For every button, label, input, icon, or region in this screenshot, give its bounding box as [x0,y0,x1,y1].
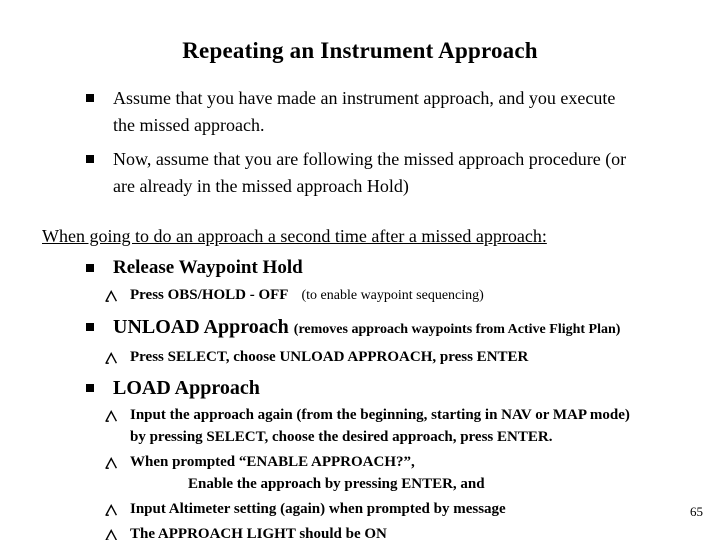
substep-press-select-unload: Press SELECT, choose UNLOAD APPROACH, pr… [105,346,690,368]
substep-action: Press OBS/HOLD - OFF [130,287,289,303]
substep-line: When prompted “ENABLE APPROACH?”, [130,454,415,470]
list-item: Now, assume that you are following the m… [86,146,670,200]
square-bullet-icon [86,384,94,392]
square-bullet-icon [86,264,94,272]
substep-input-approach-again: Input the approach again (from the begin… [105,404,690,448]
list-item: Assume that you have made an instrument … [86,85,670,139]
substep-note: (to enable waypoint sequencing) [301,288,484,303]
substep-action: Press SELECT, choose UNLOAD APPROACH, pr… [130,349,529,365]
section-heading: When going to do an approach a second ti… [42,226,547,246]
step-load-approach: LOAD Approach [86,375,680,401]
arrow-bullet-icon [104,408,118,422]
step-heading-label: LOAD Approach [113,377,260,399]
bullet-line: the missed approach. [113,115,265,135]
substep-continuation: Enable the approach by pressing ENTER, a… [188,476,485,492]
substep-line: Input Altimeter setting (again) when pro… [130,501,506,517]
intro-bullet-list: Assume that you have made an instrument … [0,85,720,200]
arrow-bullet-icon [104,350,118,364]
substep-line: The APPROACH LIGHT should be ON [130,526,387,540]
square-bullet-icon [86,155,94,163]
substep-line: Input the approach again (from the begin… [130,407,630,423]
square-bullet-icon [86,94,94,102]
step-heading-label: UNLOAD Approach [113,316,289,338]
substep-line: by pressing SELECT, choose the desired a… [130,429,553,445]
bullet-line: Assume that you have made an instrument … [113,88,616,108]
step-unload-approach: UNLOAD Approach (removes approach waypoin… [86,314,680,343]
substep-press-obs-hold: Press OBS/HOLD - OFF (to enable waypoint … [105,284,690,307]
arrow-bullet-icon [104,288,118,302]
substep-input-altimeter: Input Altimeter setting (again) when pro… [105,498,690,520]
arrow-bullet-icon [104,527,118,540]
bullet-line: Now, assume that you are following the m… [113,149,627,169]
square-bullet-icon [86,323,94,331]
slide-title: Repeating an Instrument Approach [182,38,538,63]
page-number: 65 [690,504,703,519]
arrow-bullet-icon [104,502,118,516]
step-release-waypoint-hold: Release Waypoint Hold [86,255,680,281]
substep-when-prompted: When prompted “ENABLE APPROACH?”, Enable… [105,451,690,495]
step-heading-label: Release Waypoint Hold [113,257,303,278]
step-heading-note: (removes approach waypoints from Active … [293,322,621,337]
substep-approach-light: The APPROACH LIGHT should be ON [105,523,690,540]
bullet-line: are already in the missed approach Hold) [113,176,409,196]
arrow-bullet-icon [104,455,118,469]
